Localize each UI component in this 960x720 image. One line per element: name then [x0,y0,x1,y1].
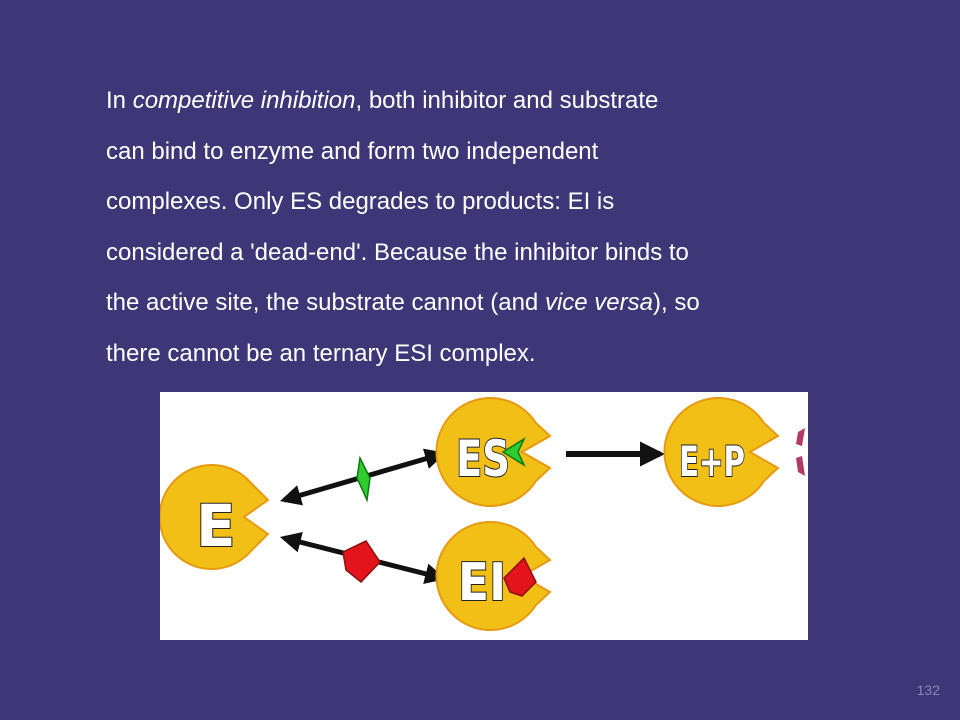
product-piece-bottom [796,456,805,476]
enzyme-shape [160,464,270,570]
emphasis-vice-versa: vice versa [544,289,653,316]
enzyme-e: E [160,464,270,570]
text-line-4: considered a 'dead-end'. Because the inh… [106,238,689,266]
es-label: ES [456,430,510,488]
complex-es: ES [435,397,552,507]
ep-label: E+P [679,437,745,486]
es-enzyme-shape [435,397,552,507]
diagram-svg: E ES E+P EI [160,397,805,631]
product-piece-top [796,428,805,446]
substrate-on-arrow [356,455,371,503]
text-line-1: In competitive inhibition, both inhibito… [106,87,659,114]
body-text: In competitive inhibition, both inhibito… [106,76,906,379]
text-line-2: can bind to enzyme and form two independ… [106,137,599,165]
ei-label: EI [458,553,506,613]
text-line-6: there cannot be an ternary ESI complex. [106,339,536,367]
ei-enzyme-shape [435,521,552,631]
competitive-inhibition-diagram: E ES E+P EI [160,392,808,640]
text-line-3: complexes. Only ES degrades to products:… [106,188,615,215]
complex-e-plus-p: E+P [663,397,805,507]
emphasis-competitive-inhibition: competitive inhibition [132,87,356,114]
enzyme-label: E [196,492,236,560]
page-number: 132 [916,682,940,698]
inhibitor-on-arrow [342,540,381,584]
ep-enzyme-shape [663,397,780,507]
complex-ei: EI [435,521,552,631]
text-line-5: the active site, the substrate cannot (a… [106,289,700,316]
es-substrate [501,437,526,467]
ei-inhibitor [503,556,537,597]
